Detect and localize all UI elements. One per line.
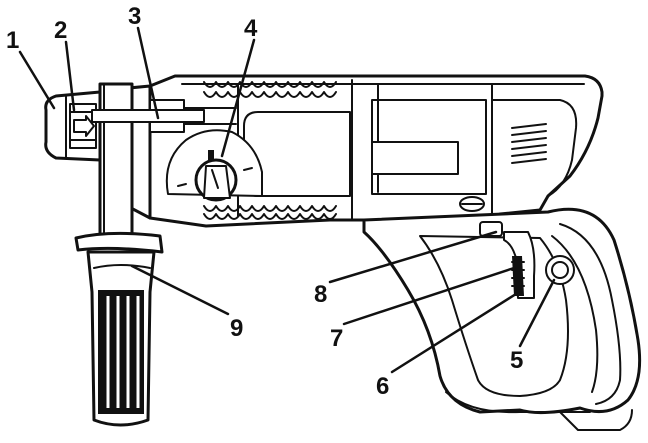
callout-labels: 1 2 3 4 5 6 7 8 9: [6, 3, 523, 400]
cooling-fins-top: [203, 81, 337, 98]
rear-vents: [511, 123, 547, 164]
callout-6: 6: [376, 373, 389, 400]
auxiliary-handle: [74, 82, 205, 427]
cooling-fins-bottom: [203, 205, 337, 220]
mode-selector: [165, 129, 263, 202]
callout-5: 5: [510, 347, 523, 374]
callout-1: 1: [6, 27, 19, 54]
leader-lines: [18, 26, 556, 374]
callout-8: 8: [314, 281, 327, 308]
sds-chuck: [44, 90, 108, 162]
callout-3: 3: [128, 3, 141, 30]
trigger: [503, 231, 536, 299]
pistol-grip: [362, 207, 642, 431]
callout-2: 2: [54, 17, 67, 44]
rotary-knob: [545, 255, 575, 285]
callout-4: 4: [244, 15, 258, 42]
callout-7: 7: [330, 325, 343, 352]
rotation-switch: [459, 196, 485, 212]
callout-9: 9: [230, 315, 243, 342]
